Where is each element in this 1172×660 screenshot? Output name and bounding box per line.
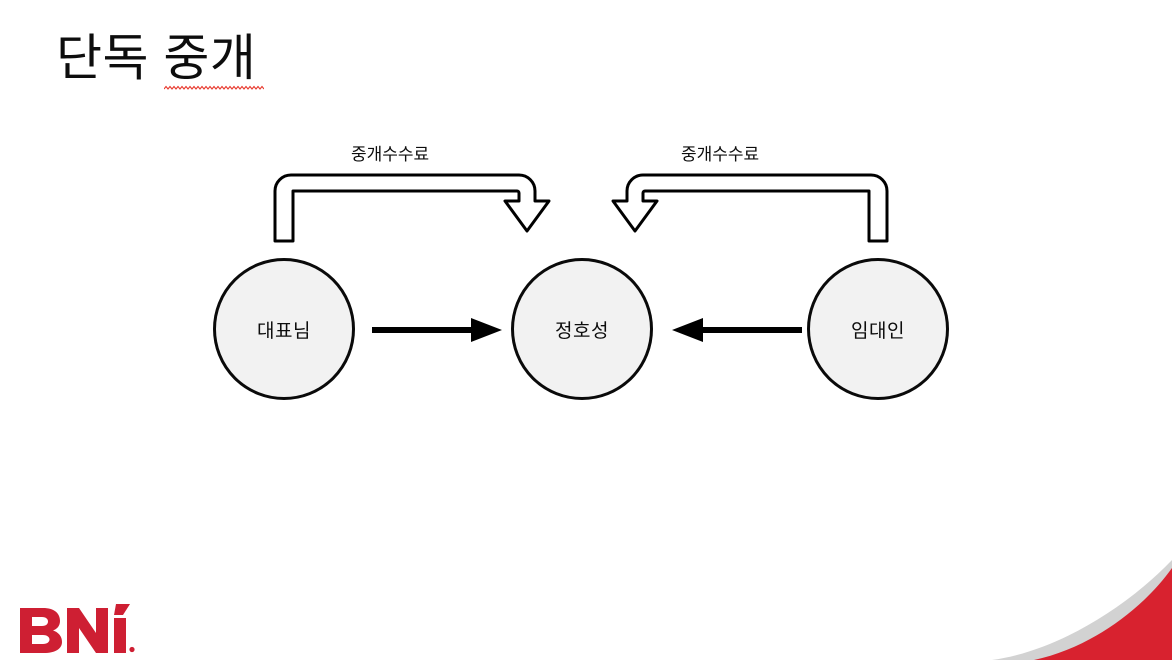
page-title-prefix: 단독: [56, 30, 164, 86]
page-title-misspelled-word: 중개: [163, 29, 256, 88]
page-title: 단독 중개: [56, 29, 256, 88]
bni-logo: [20, 604, 135, 653]
fee-label-left: 중개수수료: [351, 145, 430, 164]
fee-arrow-left-icon: [273, 173, 551, 243]
diagram-node-label: 대표님: [257, 320, 311, 342]
page-title-misspelled-text: 중개: [163, 30, 257, 86]
flow-arrow-left-to-center-icon: [372, 318, 502, 342]
fee-label-right: 중개수수료: [681, 145, 760, 164]
fee-arrow-right-icon: [611, 173, 889, 243]
diagram-node-jeonghoseong[interactable]: 정호성: [511, 258, 653, 400]
corner-swoosh-decoration: [992, 560, 1172, 660]
diagram-node-imdaein[interactable]: 임대인: [807, 258, 949, 400]
diagram-node-label: 임대인: [851, 320, 905, 342]
flow-arrow-right-to-center-icon: [672, 318, 802, 342]
diagram-node-daepyonim[interactable]: 대표님: [213, 258, 355, 400]
diagram-node-label: 정호성: [555, 320, 609, 342]
